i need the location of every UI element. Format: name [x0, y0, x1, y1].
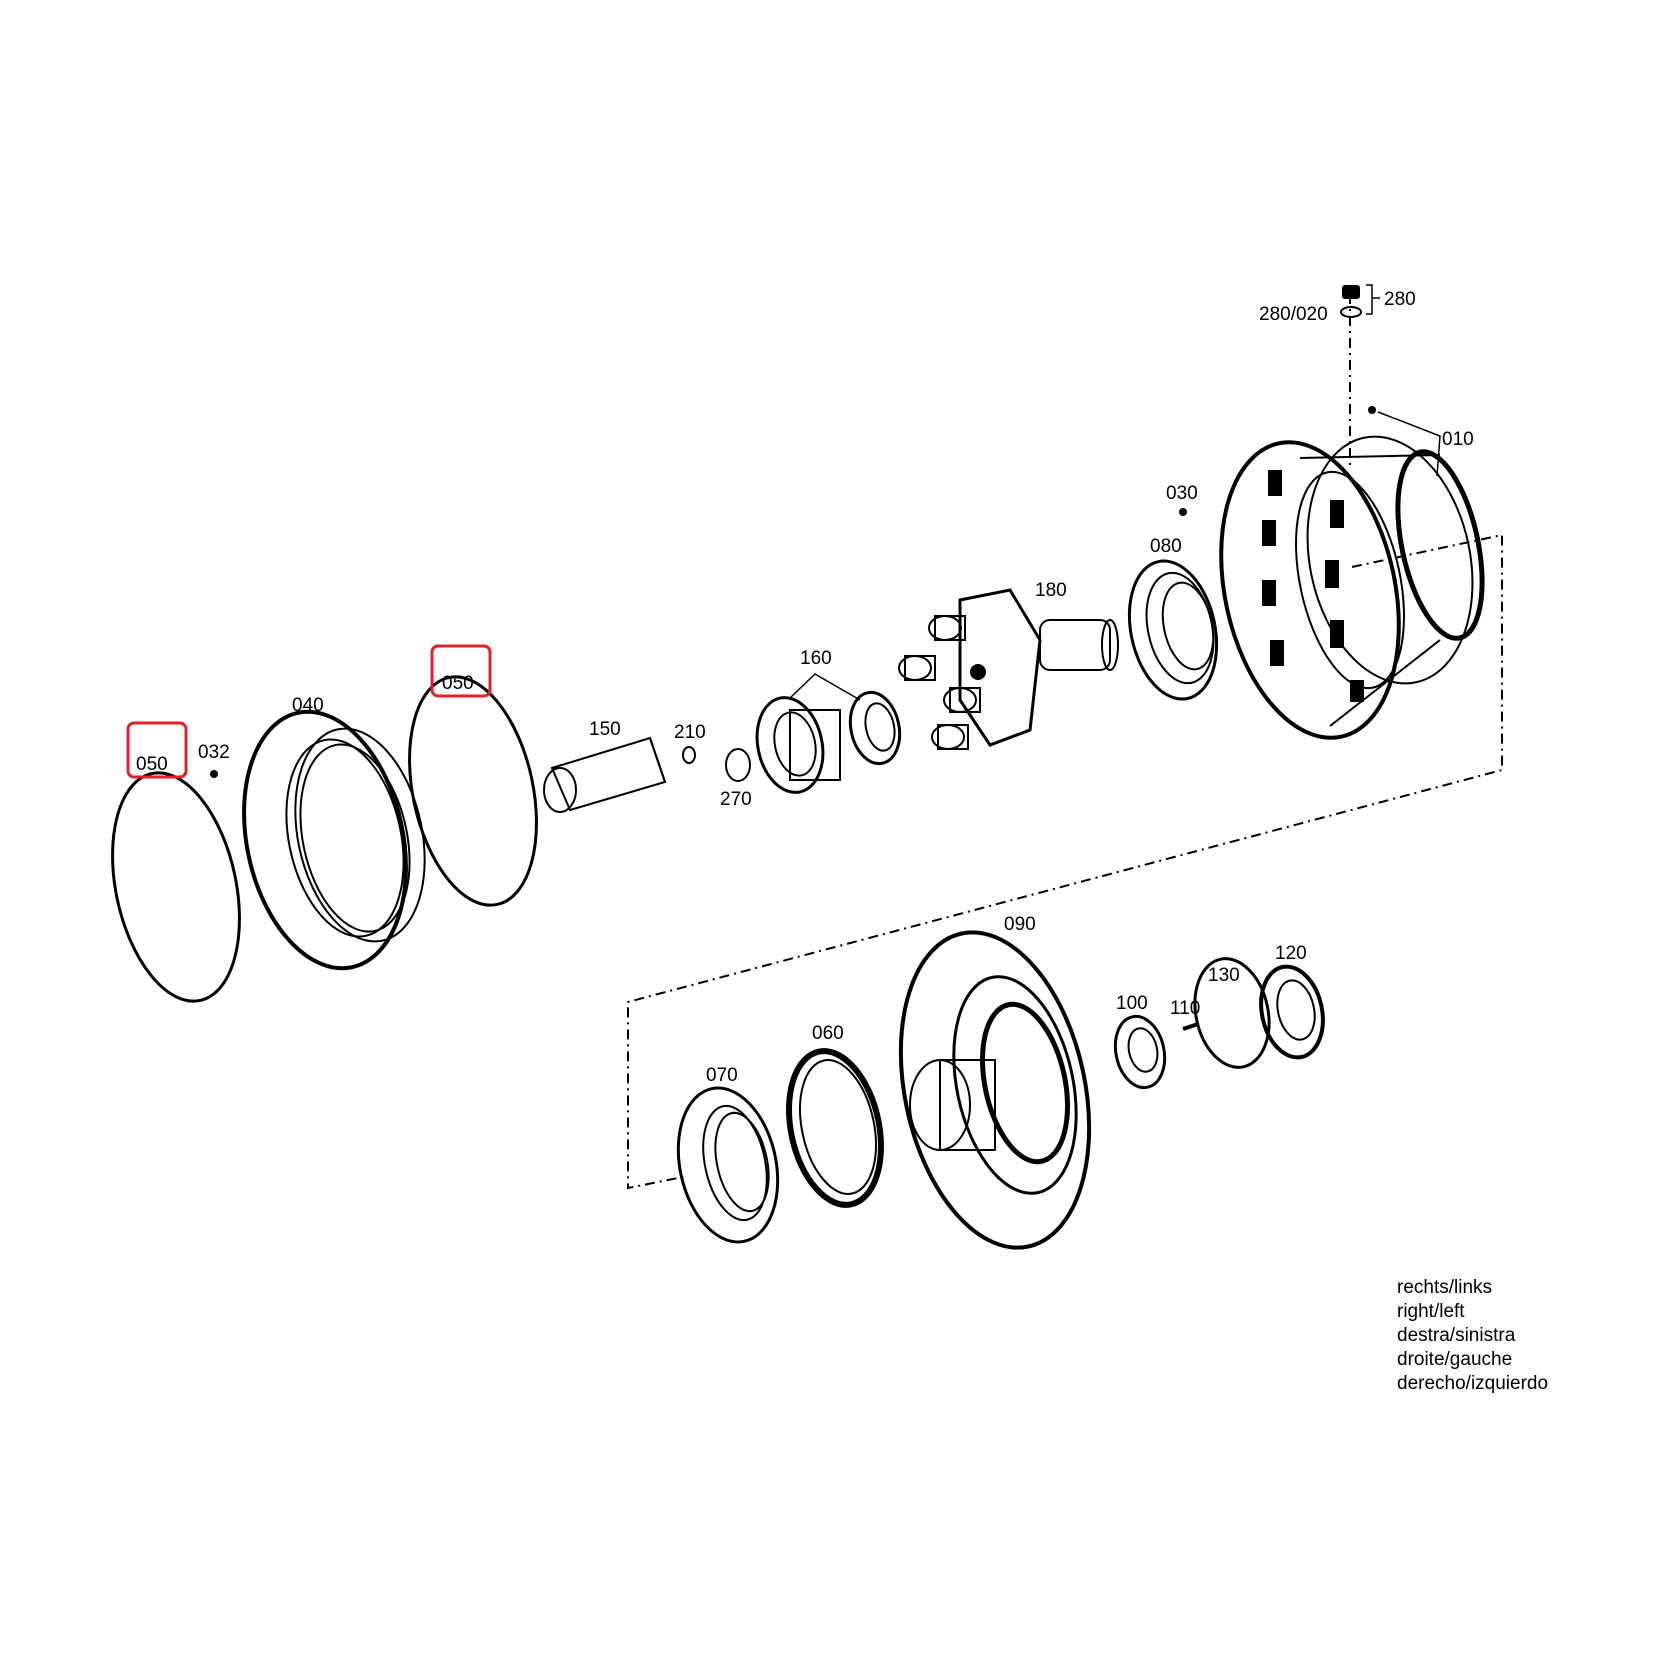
label-100: 100 — [1116, 993, 1148, 1014]
label-180: 180 — [1035, 580, 1067, 601]
note-line: droite/gauche — [1397, 1349, 1513, 1370]
side-note: rechts/links right/left destra/sinistra … — [1397, 1276, 1548, 1396]
part-080-bearing — [1127, 559, 1219, 701]
label-080: 080 — [1150, 536, 1182, 557]
part-280-plug — [1340, 284, 1380, 318]
label-050-left: 050 — [136, 754, 168, 775]
label-210: 210 — [674, 722, 706, 743]
label-280: 280 — [1384, 289, 1416, 310]
part-050-o-ring-right — [408, 675, 538, 907]
part-180-planet-carrier — [898, 588, 1119, 750]
label-160: 160 — [800, 648, 832, 669]
label-070: 070 — [706, 1065, 738, 1086]
part-032-dot — [210, 770, 218, 778]
label-032: 032 — [198, 742, 230, 763]
part-160-roller-bearings — [755, 673, 902, 794]
part-210-pin — [682, 746, 696, 764]
part-090-wheel-hub — [898, 930, 1092, 1250]
label-050-right: 050 — [442, 673, 474, 694]
note-line: derecho/izquierdo — [1397, 1373, 1549, 1394]
highlight-050-left — [126, 721, 188, 779]
label-090: 090 — [1004, 914, 1036, 935]
label-270: 270 — [720, 789, 752, 810]
note-line: rechts/links — [1397, 1277, 1493, 1298]
part-070-bearing — [676, 1086, 780, 1244]
part-060-seal — [786, 1048, 884, 1208]
label-030: 030 — [1166, 483, 1198, 504]
label-130: 130 — [1208, 965, 1240, 986]
label-280-020: 280/020 — [1259, 304, 1328, 325]
note-line: right/left — [1397, 1301, 1465, 1322]
highlight-050-right — [430, 644, 492, 698]
part-050-o-ring-left — [111, 771, 241, 1003]
part-100-nut — [1113, 1014, 1167, 1090]
assembly-dash-line — [627, 294, 1503, 1190]
part-110-screw — [1182, 1022, 1199, 1031]
part-040-ring-gear — [242, 709, 426, 971]
label-010: 010 — [1442, 429, 1474, 450]
label-110: 110 — [1170, 998, 1200, 1019]
part-120-cover — [1259, 964, 1325, 1060]
part-270-ring — [725, 748, 751, 782]
label-040: 040 — [292, 695, 324, 716]
part-130-snap-ring — [1193, 957, 1271, 1069]
part-030-dot — [1179, 508, 1187, 516]
part-010-housing — [1219, 406, 1485, 740]
label-060: 060 — [812, 1023, 844, 1044]
part-150-shaft — [543, 736, 667, 813]
label-150: 150 — [589, 719, 621, 740]
label-120: 120 — [1275, 943, 1307, 964]
note-line: destra/sinistra — [1397, 1325, 1516, 1346]
